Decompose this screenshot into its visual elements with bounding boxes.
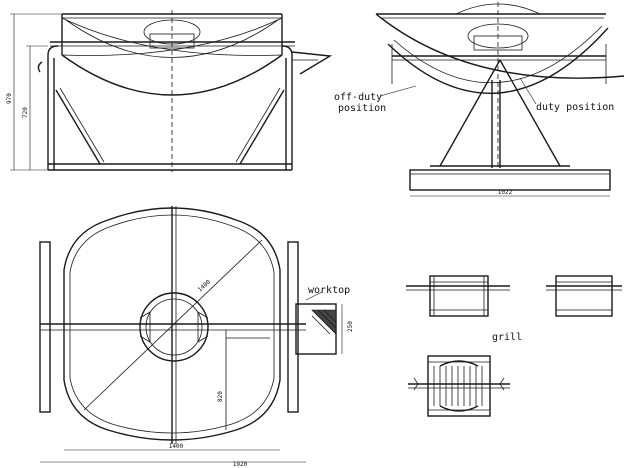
plan-half-depth-dim: 820 (217, 391, 224, 402)
side-height-inner-dim: 720 (22, 107, 29, 118)
plan-overall-width-dim: 1920 (233, 461, 248, 468)
duty-position-label: duty position (536, 102, 614, 113)
off-duty-label-line1: off-duty (334, 92, 382, 103)
plan-view: 250 worktop 1400 820 1400 1920 (39, 206, 354, 468)
side-height-total-dim: 970 (6, 93, 13, 104)
front-elevation-view: 1022 off-duty position duty position (334, 2, 625, 197)
grill-label: grill (492, 332, 522, 343)
worktop-label: worktop (308, 285, 350, 296)
side-elevation-view: 970 720 (6, 10, 333, 172)
front-base-width-dim: 1022 (498, 189, 513, 196)
plan-diameter-dim: 1400 (197, 278, 213, 293)
plan-inner-width-dim: 1400 (169, 443, 184, 450)
worktop-depth-dim: 250 (347, 321, 354, 332)
off-duty-label-line2: position (338, 103, 386, 114)
grill-detail-views: grill (406, 275, 622, 417)
